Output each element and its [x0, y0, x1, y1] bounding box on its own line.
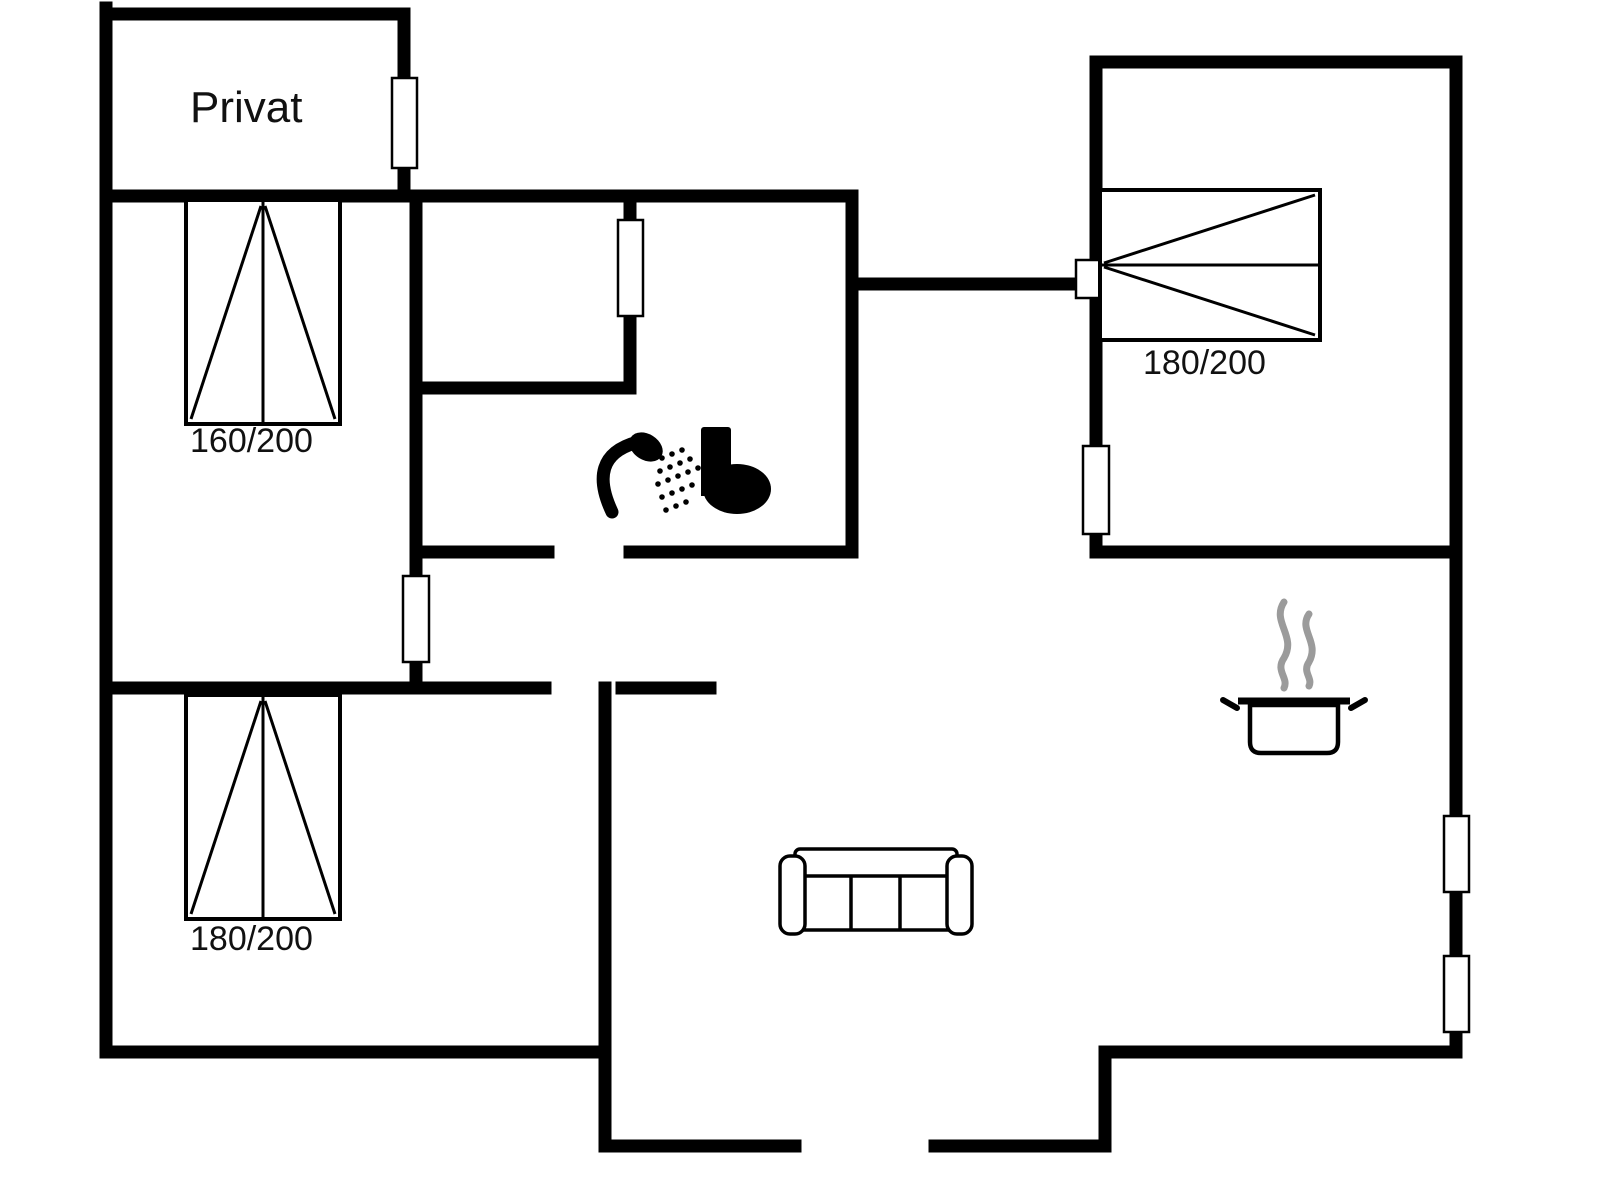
pot-body	[1247, 702, 1341, 756]
door-opening-right-bedroom	[1081, 444, 1111, 536]
sofa-seat	[801, 872, 951, 932]
shower-hose	[596, 435, 645, 519]
bed-duvet-line	[189, 700, 263, 915]
bed-duvet-line	[189, 205, 263, 420]
window-opening-right-wall-upper	[1442, 814, 1471, 894]
steam-wisp	[1302, 610, 1316, 690]
openings	[390, 76, 1471, 1034]
bed-size-label-right: 180/200	[1143, 344, 1266, 382]
room-label-privat: Privat	[190, 83, 302, 132]
door-opening-left-bedroom	[401, 574, 431, 664]
sofa-armrest-right	[945, 854, 974, 936]
bed-size-label-bottom-left: 180/200	[190, 920, 313, 958]
bed-duvet-line	[1103, 265, 1316, 337]
sofa-icon	[778, 847, 974, 936]
bed-size-label-top-left: 160/200	[190, 422, 313, 460]
double-bed-icon-top-left	[184, 198, 342, 426]
sofa-armrest-left	[778, 854, 807, 936]
toilet-icon	[701, 427, 771, 514]
bed-duvet-line	[263, 205, 337, 420]
window-opening-privat	[390, 76, 419, 170]
window-opening-right-wall-lower	[1442, 954, 1471, 1034]
pot-handle-left	[1220, 697, 1240, 711]
shower-spray-dots	[655, 447, 701, 513]
double-bed-icon-right	[1098, 188, 1322, 342]
shower-head	[629, 432, 663, 462]
bed-duvet-line	[263, 700, 337, 915]
window-opening-closet	[616, 218, 645, 318]
walls	[99, 1, 1463, 1153]
steam-icon	[1276, 598, 1316, 692]
steam-wisp	[1276, 598, 1292, 692]
cooking-pot-icon	[1220, 598, 1368, 756]
toilet-tank	[701, 427, 731, 473]
bed-duvet-line	[1103, 193, 1316, 265]
sofa-backrest	[793, 847, 959, 878]
pot-handle-right	[1348, 697, 1368, 711]
toilet-bowl	[703, 464, 771, 514]
shower-icon	[596, 432, 701, 519]
double-bed-icon-bottom-left	[184, 693, 342, 921]
